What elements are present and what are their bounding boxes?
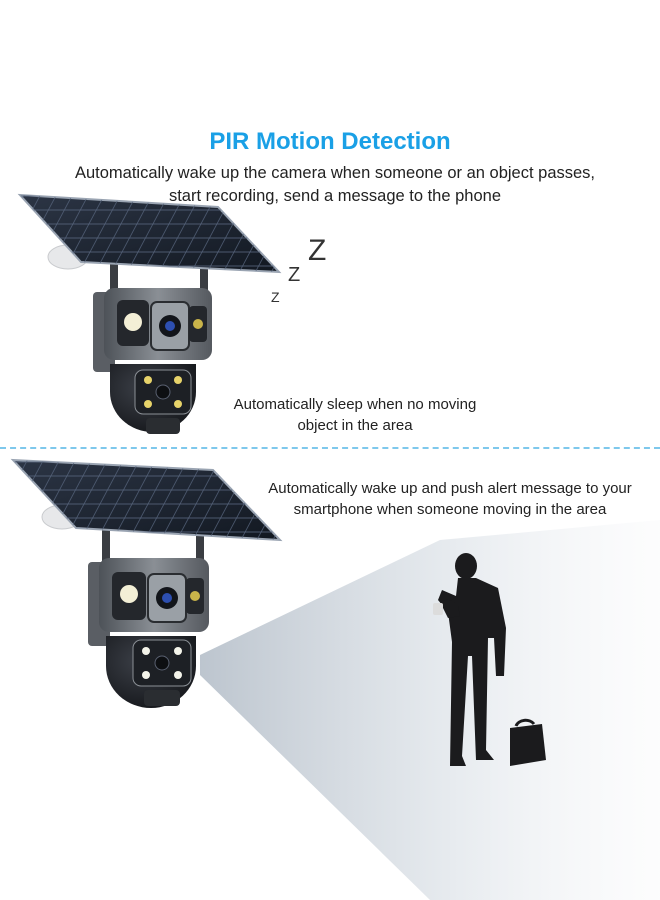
- person-silhouette: [433, 553, 546, 766]
- sleep-z-large: Z: [308, 234, 327, 267]
- sleep-z-small: Z: [271, 289, 280, 305]
- camera-sleep: [17, 193, 282, 434]
- detection-beam: [200, 520, 660, 900]
- page-title: PIR Motion Detection: [209, 128, 451, 155]
- page-subtitle: Automatically wake up the camera when so…: [74, 164, 596, 205]
- sleep-caption: Automatically sleep when no moving objec…: [233, 396, 477, 434]
- camera-wake: [10, 458, 283, 708]
- section-divider: [0, 447, 660, 449]
- sleep-z-medium: Z: [288, 264, 301, 286]
- wake-caption: Automatically wake up and push alert mes…: [268, 480, 632, 518]
